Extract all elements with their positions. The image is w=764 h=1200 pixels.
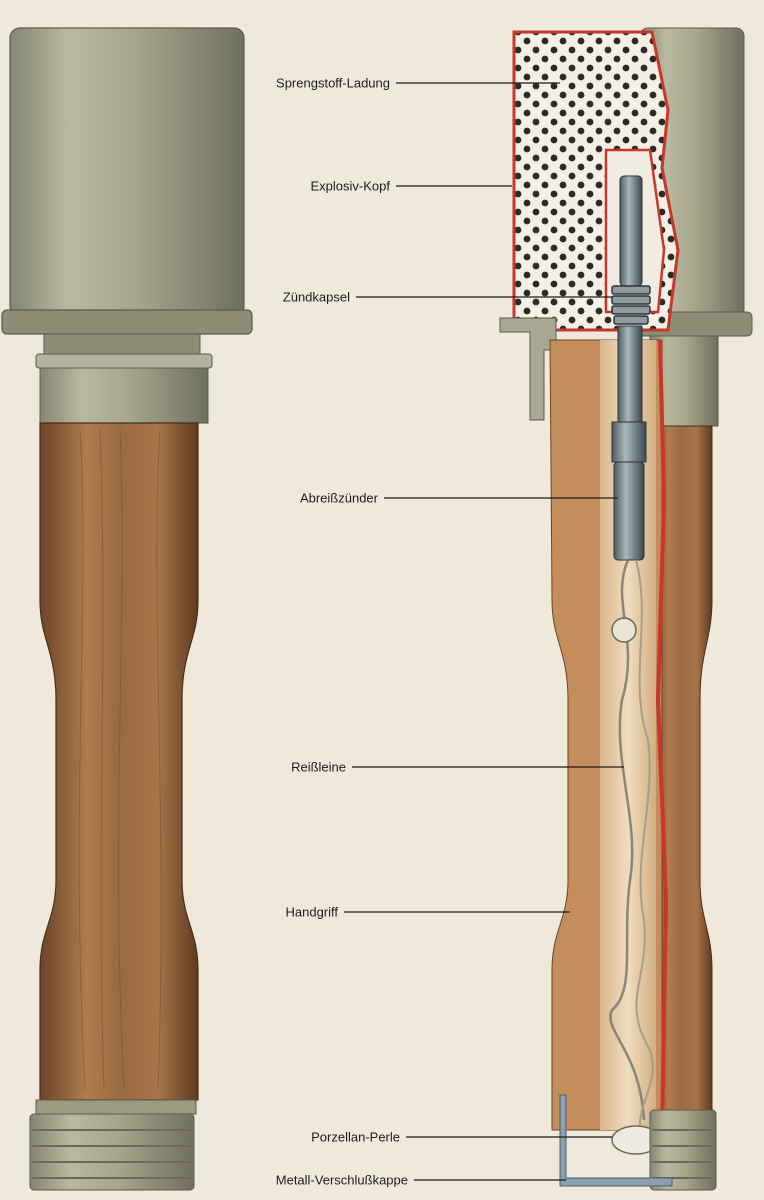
casing-seam <box>655 339 669 1131</box>
detonator-cap <box>619 175 643 287</box>
label-reissleine: Reißleine <box>291 759 346 775</box>
exterior-head-rim <box>1 309 253 335</box>
fuze-collar <box>611 421 647 463</box>
exterior-cap-top <box>35 1099 197 1115</box>
label-porzellan-perle: Porzellan-Perle <box>311 1129 400 1145</box>
exterior-grenade <box>1 27 253 1191</box>
leader-lines <box>344 82 624 1181</box>
fuze-upper <box>617 325 643 423</box>
label-sprengstoff-ladung: Sprengstoff-Ladung <box>276 75 390 91</box>
cord-bead-upper <box>611 617 637 643</box>
exterior-thread <box>35 353 213 369</box>
label-explosiv-kopf: Explosiv-Kopf <box>310 178 390 194</box>
label-zuendkapsel: Zündkapsel <box>282 289 350 305</box>
pull-cord <box>609 559 646 1121</box>
label-handgriff: Handgriff <box>285 904 338 920</box>
cutaway-ring <box>499 317 557 421</box>
label-abreisszuender: Abreißzünder <box>299 490 378 506</box>
pull-cord-strand <box>635 559 654 1126</box>
exterior-end-cap <box>29 1113 195 1191</box>
exterior-collar <box>39 367 209 424</box>
cutaway-grenade <box>499 27 753 1191</box>
friction-igniter <box>613 461 645 561</box>
exterior-neck <box>43 333 201 357</box>
label-metall-verschlusskappe: Metall-Verschlußkappe <box>275 1172 408 1188</box>
metal-closure-cap <box>559 1094 673 1187</box>
exterior-head <box>9 27 245 317</box>
